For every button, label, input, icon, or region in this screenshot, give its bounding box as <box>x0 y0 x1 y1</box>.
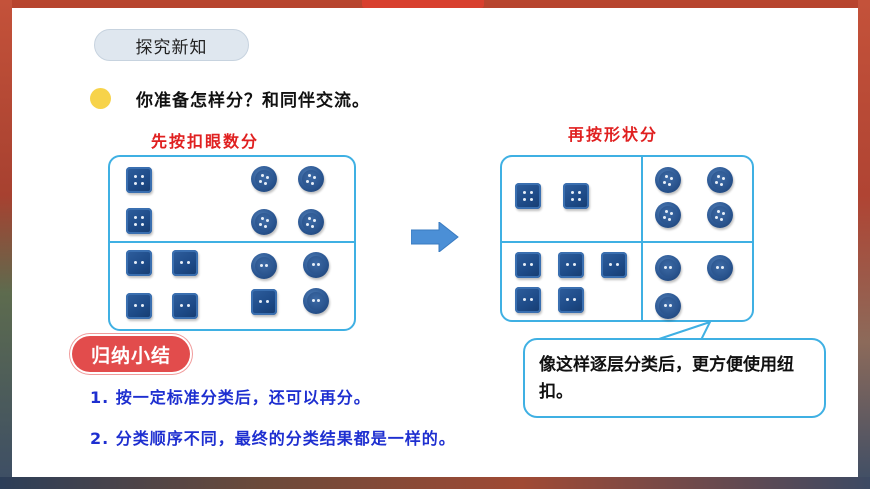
round-button-icon <box>303 288 329 314</box>
round-button-icon <box>655 255 681 281</box>
left-box-divider <box>110 241 354 243</box>
round-button-icon <box>298 166 324 192</box>
square-button-icon <box>601 252 627 278</box>
square-button-icon <box>126 167 152 193</box>
square-button-icon <box>563 183 589 209</box>
top-tab-decoration <box>362 0 484 8</box>
right-arrow-icon <box>411 222 459 252</box>
summary-line-1: 1. 按一定标准分类后，还可以再分。 <box>90 388 371 407</box>
square-button-icon <box>558 252 584 278</box>
square-button-icon <box>172 250 198 276</box>
square-button-icon <box>515 287 541 313</box>
right-background-strip <box>858 0 870 489</box>
square-button-icon <box>515 183 541 209</box>
summary-line-2: 2. 分类顺序不同，最终的分类结果都是一样的。 <box>90 429 456 448</box>
round-button-icon <box>707 167 733 193</box>
round-button-icon <box>251 253 277 279</box>
square-button-icon <box>126 208 152 234</box>
round-button-icon <box>655 293 681 319</box>
round-button-icon <box>707 202 733 228</box>
round-button-icon <box>655 202 681 228</box>
right-box-vertical-divider <box>641 157 643 320</box>
square-button-icon <box>172 293 198 319</box>
round-button-icon <box>707 255 733 281</box>
yellow-bullet-icon <box>90 88 111 109</box>
square-button-icon <box>251 289 277 315</box>
section-pill: 探究新知 <box>94 29 249 61</box>
square-button-icon <box>126 293 152 319</box>
right-box-horizontal-divider <box>502 241 752 243</box>
speech-bubble: 像这样逐层分类后，更方便使用纽扣。 <box>523 338 826 418</box>
square-button-icon <box>558 287 584 313</box>
left-background-strip <box>0 0 12 489</box>
right-group-label: 再按形状分 <box>568 125 659 144</box>
round-button-icon <box>251 209 277 235</box>
round-button-icon <box>303 252 329 278</box>
square-button-icon <box>126 250 152 276</box>
round-button-icon <box>251 166 277 192</box>
bottom-background-strip <box>0 477 870 489</box>
question-text: 你准备怎样分？和同伴交流。 <box>136 91 370 111</box>
square-button-icon <box>515 252 541 278</box>
summary-badge: 归纳小结 <box>72 336 190 372</box>
round-button-icon <box>298 209 324 235</box>
left-group-label: 先按扣眼数分 <box>151 132 260 151</box>
round-button-icon <box>655 167 681 193</box>
